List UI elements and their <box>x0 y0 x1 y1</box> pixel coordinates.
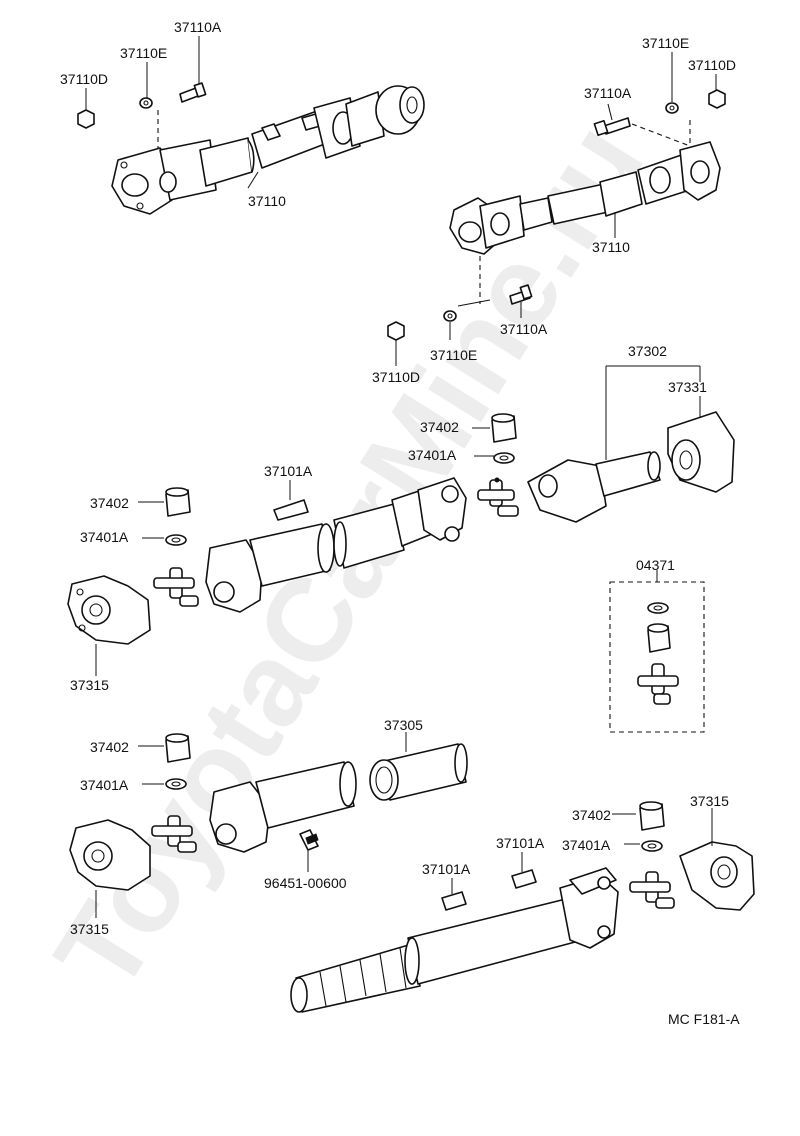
part-labels: 37110A 37110E 37110D 37110 37110E 37110D… <box>60 19 740 1027</box>
label-37315-right-lower: 37315 <box>690 793 729 809</box>
sleeve-yoke[interactable] <box>369 743 468 801</box>
shaft-assembly-top-left[interactable] <box>111 85 425 215</box>
bearing-left-upper[interactable] <box>165 487 191 517</box>
label-96451-00600: 96451-00600 <box>264 875 347 891</box>
label-37401A-left-lower: 37401A <box>80 777 129 793</box>
flange-right-lower[interactable] <box>679 841 755 911</box>
label-04371: 04371 <box>636 557 675 573</box>
label-37110A-top-right: 37110A <box>584 85 632 101</box>
nut-top-left[interactable] <box>77 109 95 129</box>
spider-kit-box[interactable] <box>609 570 705 733</box>
balance-piece-lower-2[interactable] <box>511 869 537 889</box>
nut-top-right[interactable] <box>708 89 726 109</box>
label-37402-left-lower: 37402 <box>90 739 129 755</box>
label-37401A-right-lower: 37401A <box>562 837 611 853</box>
label-37110E-top-left: 37110E <box>120 45 167 61</box>
bearing-left-lower[interactable] <box>165 733 191 763</box>
label-37110D-top-right: 37110D <box>688 57 736 73</box>
balance-piece-lower-1[interactable] <box>441 891 467 911</box>
label-37401A-left-upper: 37401A <box>80 529 129 545</box>
label-37401A-mid: 37401A <box>408 447 457 463</box>
label-37402-left-upper: 37402 <box>90 495 129 511</box>
label-37305: 37305 <box>384 717 423 733</box>
shaft-assembly-top-right[interactable] <box>449 141 721 255</box>
label-37101A-lower-1: 37101A <box>422 861 471 877</box>
label-37110D-top-left: 37110D <box>60 71 108 87</box>
label-37110-top-left: 37110 <box>248 193 286 209</box>
label-37101A-mid: 37101A <box>264 463 313 479</box>
label-37402-mid: 37402 <box>420 419 459 435</box>
balance-piece-mid[interactable] <box>273 499 309 521</box>
bolt-mid[interactable] <box>509 284 533 305</box>
snap-ring-mid[interactable] <box>493 452 515 464</box>
figure-code: MC F181-A <box>668 1011 740 1027</box>
grease-fitting[interactable] <box>299 829 319 851</box>
spider-left-lower[interactable] <box>151 815 197 853</box>
label-37101A-lower-2: 37101A <box>496 835 545 851</box>
label-37110A-top-left: 37110A <box>174 19 222 35</box>
splined-shaft[interactable] <box>290 867 619 1013</box>
label-37110-top-right: 37110 <box>592 239 630 255</box>
washer-mid[interactable] <box>443 310 457 322</box>
spider-left-upper[interactable] <box>153 567 199 607</box>
bearing-mid[interactable] <box>491 413 517 443</box>
spider-mid[interactable] <box>477 477 519 517</box>
spider-right-lower[interactable] <box>629 871 675 909</box>
flange-left-lower[interactable] <box>69 819 151 891</box>
label-37110E-top-right: 37110E <box>642 35 689 51</box>
washer-top-left[interactable] <box>139 97 153 109</box>
sleeve-yoke-assembly[interactable] <box>527 451 661 523</box>
bolt-top-left[interactable] <box>179 82 207 103</box>
flange-left-upper[interactable] <box>67 575 151 645</box>
label-37315-left-lower: 37315 <box>70 921 109 937</box>
yoke-tube-lower[interactable] <box>209 761 357 853</box>
bearing-right-lower[interactable] <box>639 801 665 831</box>
shaft-middle[interactable] <box>205 477 467 613</box>
snap-ring-left-upper[interactable] <box>165 534 187 546</box>
nut-mid[interactable] <box>387 321 405 341</box>
snap-ring-right-lower[interactable] <box>641 840 663 852</box>
label-37110E-mid: 37110E <box>430 347 477 363</box>
label-37110A-mid: 37110A <box>500 321 548 337</box>
label-37315-left-upper: 37315 <box>70 677 109 693</box>
label-37331: 37331 <box>668 379 707 395</box>
label-37110D-mid: 37110D <box>372 369 420 385</box>
bolt-top-right[interactable] <box>593 117 631 137</box>
label-37302: 37302 <box>628 343 667 359</box>
snap-ring-left-lower[interactable] <box>165 778 187 790</box>
washer-top-right[interactable] <box>665 102 679 114</box>
dust-cover[interactable] <box>667 411 735 493</box>
label-37402-right-lower: 37402 <box>572 807 611 823</box>
